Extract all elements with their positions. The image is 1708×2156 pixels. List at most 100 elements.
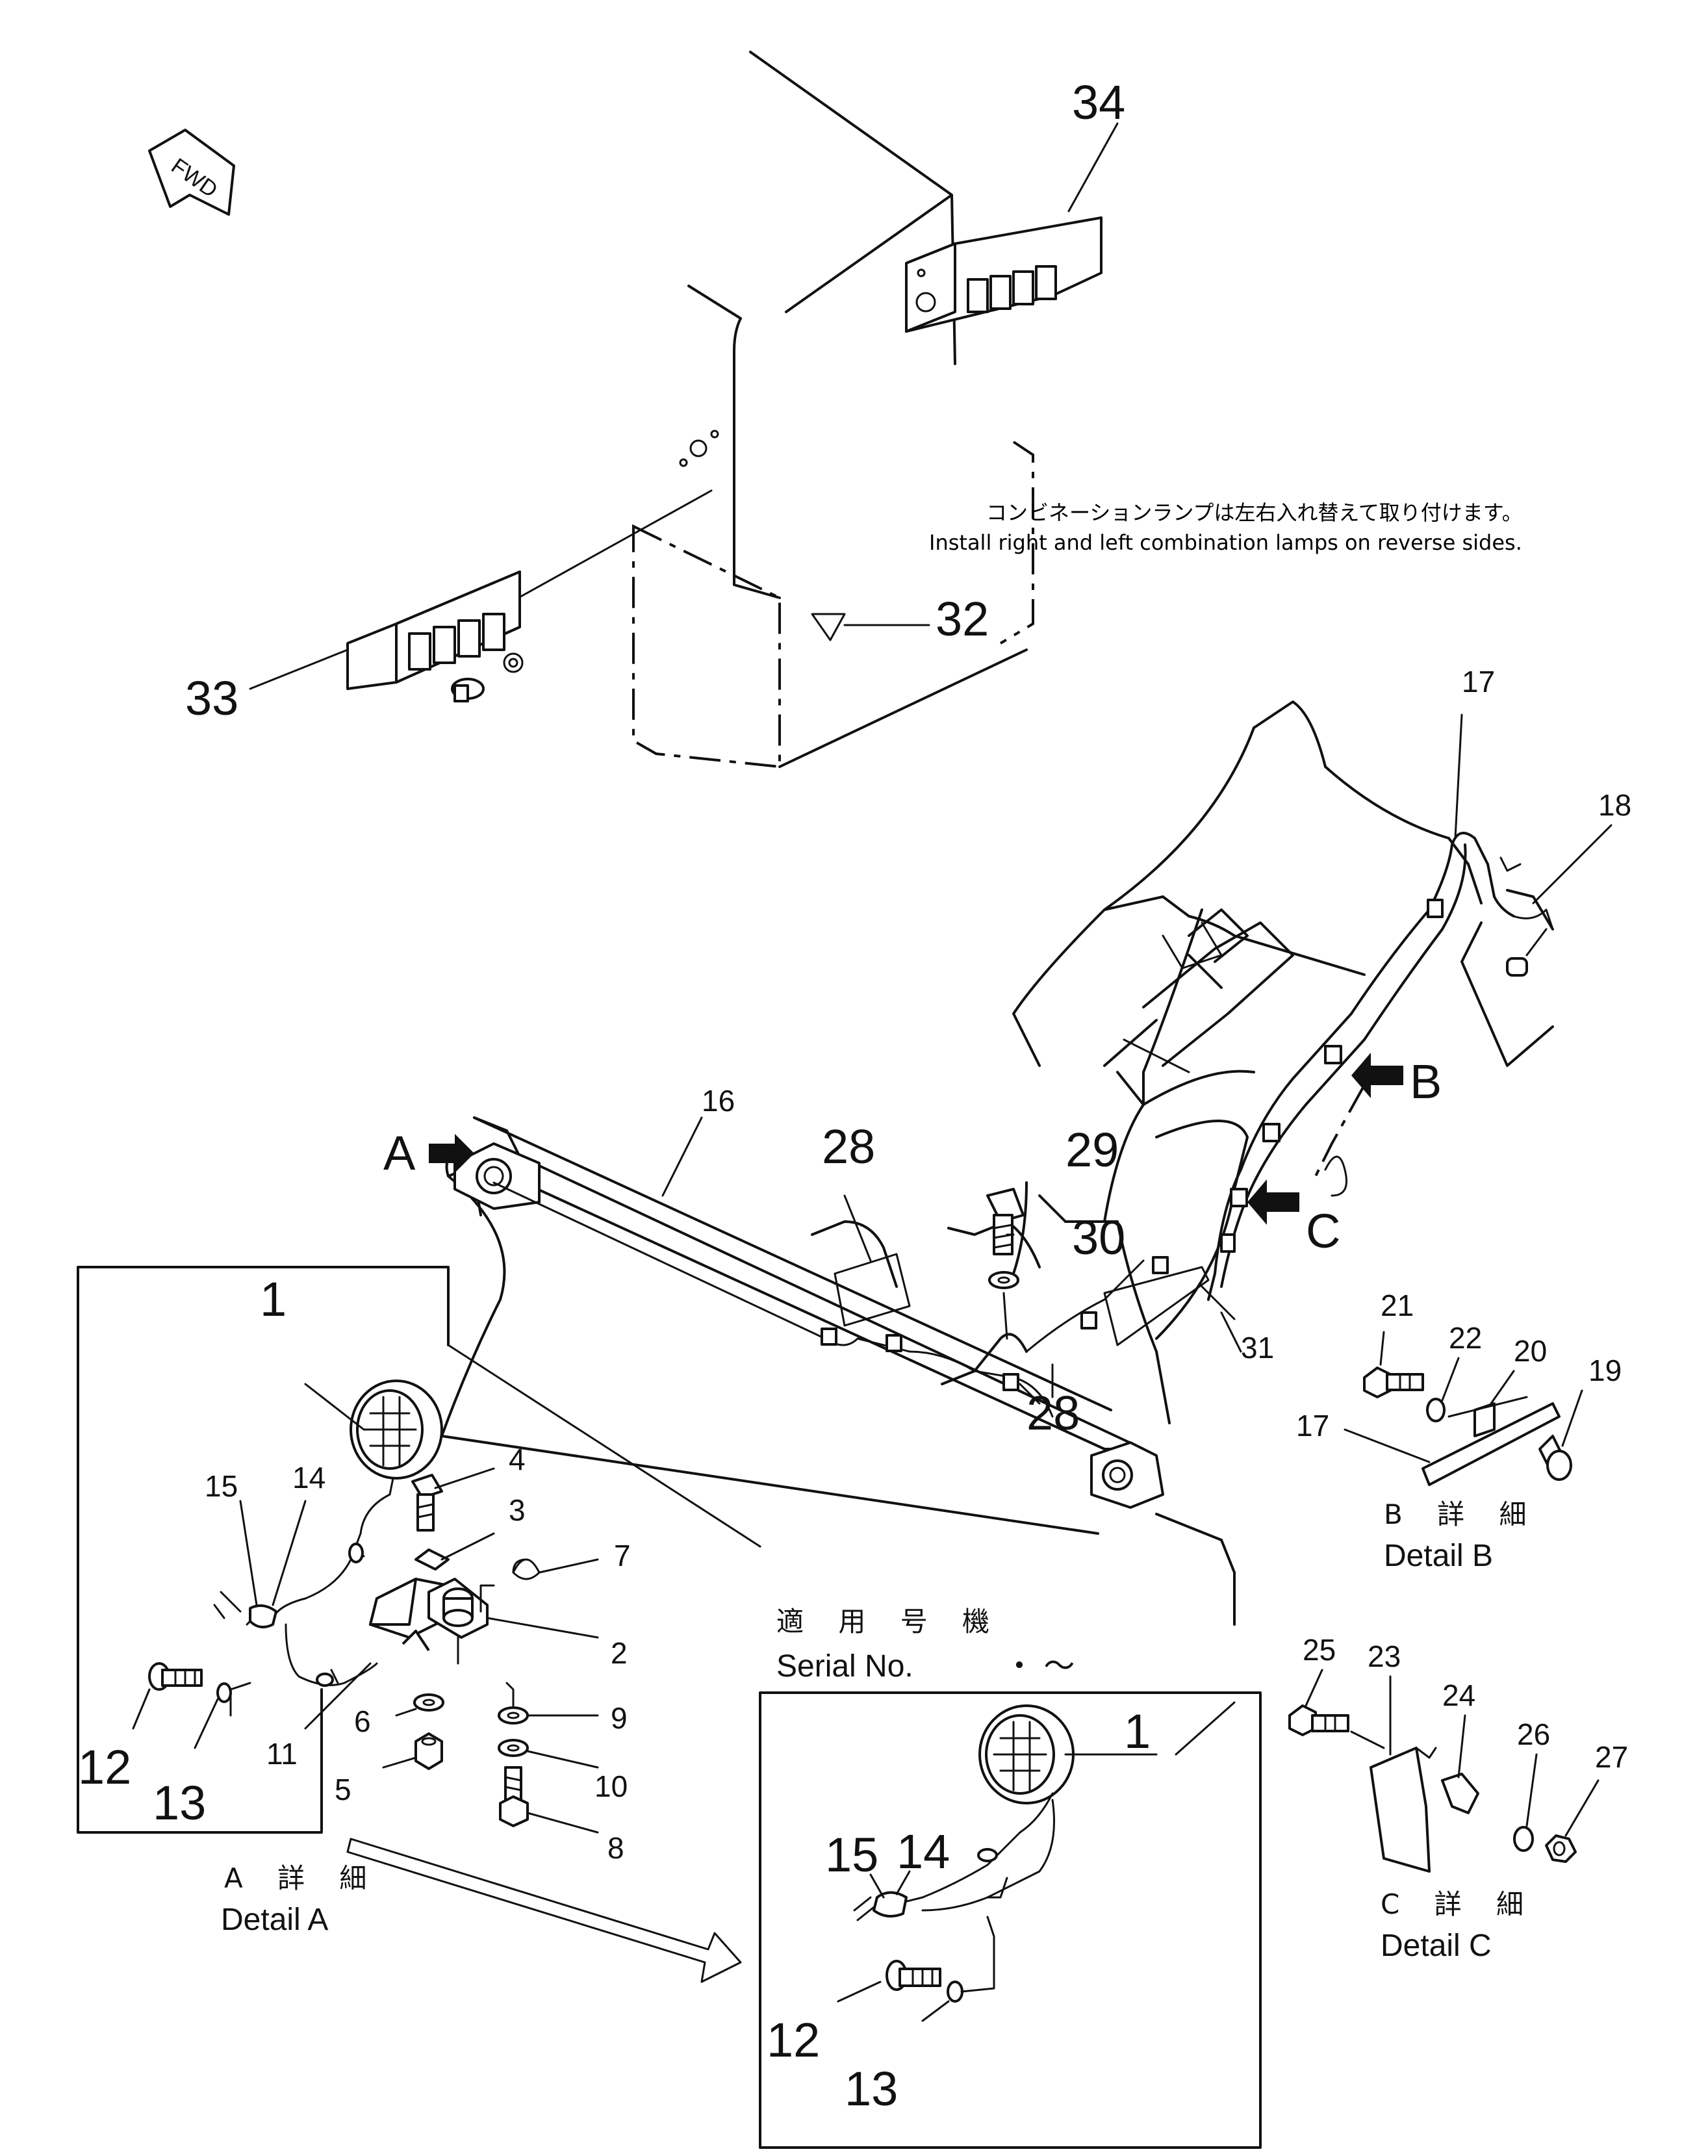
- washer-13-serial-icon: [921, 1916, 995, 2022]
- callout-31: 31: [1241, 1331, 1274, 1365]
- washer-6-icon: [395, 1693, 444, 1717]
- callout-29: 29: [1065, 1123, 1119, 1177]
- combination-lamp-right-icon: [905, 122, 1119, 333]
- bolt-12-serial-icon: [837, 1960, 941, 2003]
- spring-7-icon: [479, 1558, 599, 1613]
- callout-6: 6: [354, 1704, 371, 1738]
- callout-28-bottom: 28: [1026, 1386, 1080, 1440]
- serial-title-jp: 適 用 号 機: [776, 1606, 1002, 1637]
- callout-2: 2: [611, 1636, 628, 1670]
- swivel-bracket-2-icon: [427, 1578, 599, 1665]
- callout-12-detail-a: 12: [78, 1740, 131, 1794]
- lift-arm-outline: [811, 700, 1554, 1424]
- callout-28-top: 28: [822, 1120, 875, 1174]
- washer-30-icon: [988, 1271, 1019, 1340]
- callout-25: 25: [1303, 1633, 1336, 1667]
- hydraulic-cylinder: [1103, 908, 1294, 1067]
- callout-17-detail-b: 17: [1296, 1409, 1329, 1443]
- detail-a-title-en: Detail A: [221, 1903, 328, 1937]
- bolt-12-icon: [132, 1662, 203, 1730]
- callout-5: 5: [335, 1773, 351, 1806]
- callout-13-serial: 13: [845, 2062, 898, 2116]
- callout-30: 30: [1072, 1211, 1125, 1264]
- callout-11: 11: [266, 1737, 298, 1771]
- bracket-plates: [834, 1194, 1210, 1405]
- hose-17-icon: [1344, 1402, 1561, 1486]
- washer-9-icon: [498, 1682, 599, 1725]
- callout-22: 22: [1449, 1321, 1482, 1355]
- callout-16: 16: [702, 1084, 735, 1118]
- lamp-harness-detail-a: [213, 1578, 450, 1717]
- blade-outline: [440, 1116, 1236, 1626]
- cab-outline: [505, 51, 1034, 769]
- detail-b-parts: [1344, 1331, 1583, 1486]
- callout-14-serial: 14: [897, 1825, 950, 1879]
- view-label-b: B: [1410, 1055, 1442, 1109]
- clip-24-icon: [1441, 1714, 1479, 1814]
- callout-26: 26: [1517, 1717, 1550, 1751]
- washer-13-icon: [194, 1682, 232, 1749]
- bolt-4-icon: [411, 1467, 495, 1532]
- detail-a-frame: [77, 1266, 761, 1834]
- callout-10: 10: [594, 1769, 628, 1803]
- serial-detail-frame: [759, 1691, 1262, 2149]
- callout-4: 4: [509, 1443, 526, 1476]
- washer-22-icon: [1426, 1357, 1460, 1422]
- spacer-19-icon: [1538, 1389, 1583, 1481]
- callout-20: 20: [1514, 1334, 1547, 1368]
- callout-15-detail-a: 15: [205, 1469, 238, 1503]
- clip-20-icon: [1447, 1370, 1528, 1437]
- serial-range: ・ ～: [1004, 1649, 1075, 1684]
- wiring-harness: [1207, 832, 1554, 1301]
- callout-18: 18: [1598, 788, 1631, 822]
- callout-24: 24: [1442, 1678, 1475, 1712]
- detail-a-title-jp: A 詳 細: [224, 1862, 379, 1894]
- nut-27-icon: [1545, 1779, 1600, 1863]
- fwd-arrow-icon: FWD: [148, 129, 235, 216]
- bolt-25-icon: [1288, 1669, 1385, 1749]
- callout-33: 33: [185, 671, 238, 725]
- bolt-29-icon: [986, 1188, 1025, 1255]
- combination-lamp-left-icon: [249, 571, 524, 702]
- callout-1-serial: 1: [1124, 1704, 1151, 1758]
- nut-5-icon: [382, 1732, 443, 1770]
- callout-17-top: 17: [1462, 665, 1495, 699]
- work-lamp-serial-icon: [853, 1704, 1158, 1921]
- callout-14-detail-a: 14: [292, 1461, 325, 1495]
- washer-10-icon: [498, 1739, 599, 1769]
- note-jp: コンビネーションランプは左右入れ替えて取り付けます。: [986, 500, 1523, 525]
- callout-3: 3: [509, 1493, 526, 1527]
- bolt-21-icon: [1363, 1331, 1424, 1398]
- reflector-triangle-icon: [811, 613, 930, 641]
- detail-c-title-jp: C 詳 細: [1381, 1888, 1536, 1920]
- detail-c-title-en: Detail C: [1381, 1929, 1492, 1963]
- callout-27: 27: [1595, 1740, 1628, 1774]
- callout-7: 7: [614, 1539, 631, 1572]
- work-lamp-icon: [304, 1380, 443, 1600]
- detail-c-parts: [1288, 1669, 1600, 1873]
- detail-b-title-en: Detail B: [1384, 1539, 1493, 1573]
- detail-b-title-jp: B 詳 細: [1384, 1498, 1540, 1530]
- detail-a-leaders: [239, 1383, 372, 1730]
- view-label-a: A: [383, 1126, 416, 1180]
- serial-title-en: Serial No.: [776, 1649, 913, 1684]
- callout-23: 23: [1368, 1639, 1401, 1673]
- view-label-c: C: [1306, 1204, 1340, 1258]
- washer-26-icon: [1513, 1753, 1538, 1852]
- leader-lines: [661, 713, 1612, 1398]
- callout-12-serial: 12: [767, 2013, 820, 2067]
- serial-arrow-icon: [346, 1838, 742, 1983]
- bracket-23-icon: [1370, 1675, 1437, 1873]
- washer-3-icon: [414, 1532, 495, 1571]
- callout-13-detail-a: 13: [153, 1776, 206, 1830]
- note-en: Install right and left combination lamps…: [929, 530, 1522, 555]
- callout-21: 21: [1381, 1289, 1414, 1322]
- callout-1-detail-a: 1: [260, 1272, 287, 1326]
- view-arrows: [429, 1053, 1403, 1225]
- callout-9: 9: [611, 1701, 628, 1735]
- callout-15-serial: 15: [825, 1828, 878, 1882]
- callout-8: 8: [607, 1831, 624, 1865]
- bolt-8-icon: [499, 1766, 599, 1834]
- callout-32: 32: [936, 592, 989, 646]
